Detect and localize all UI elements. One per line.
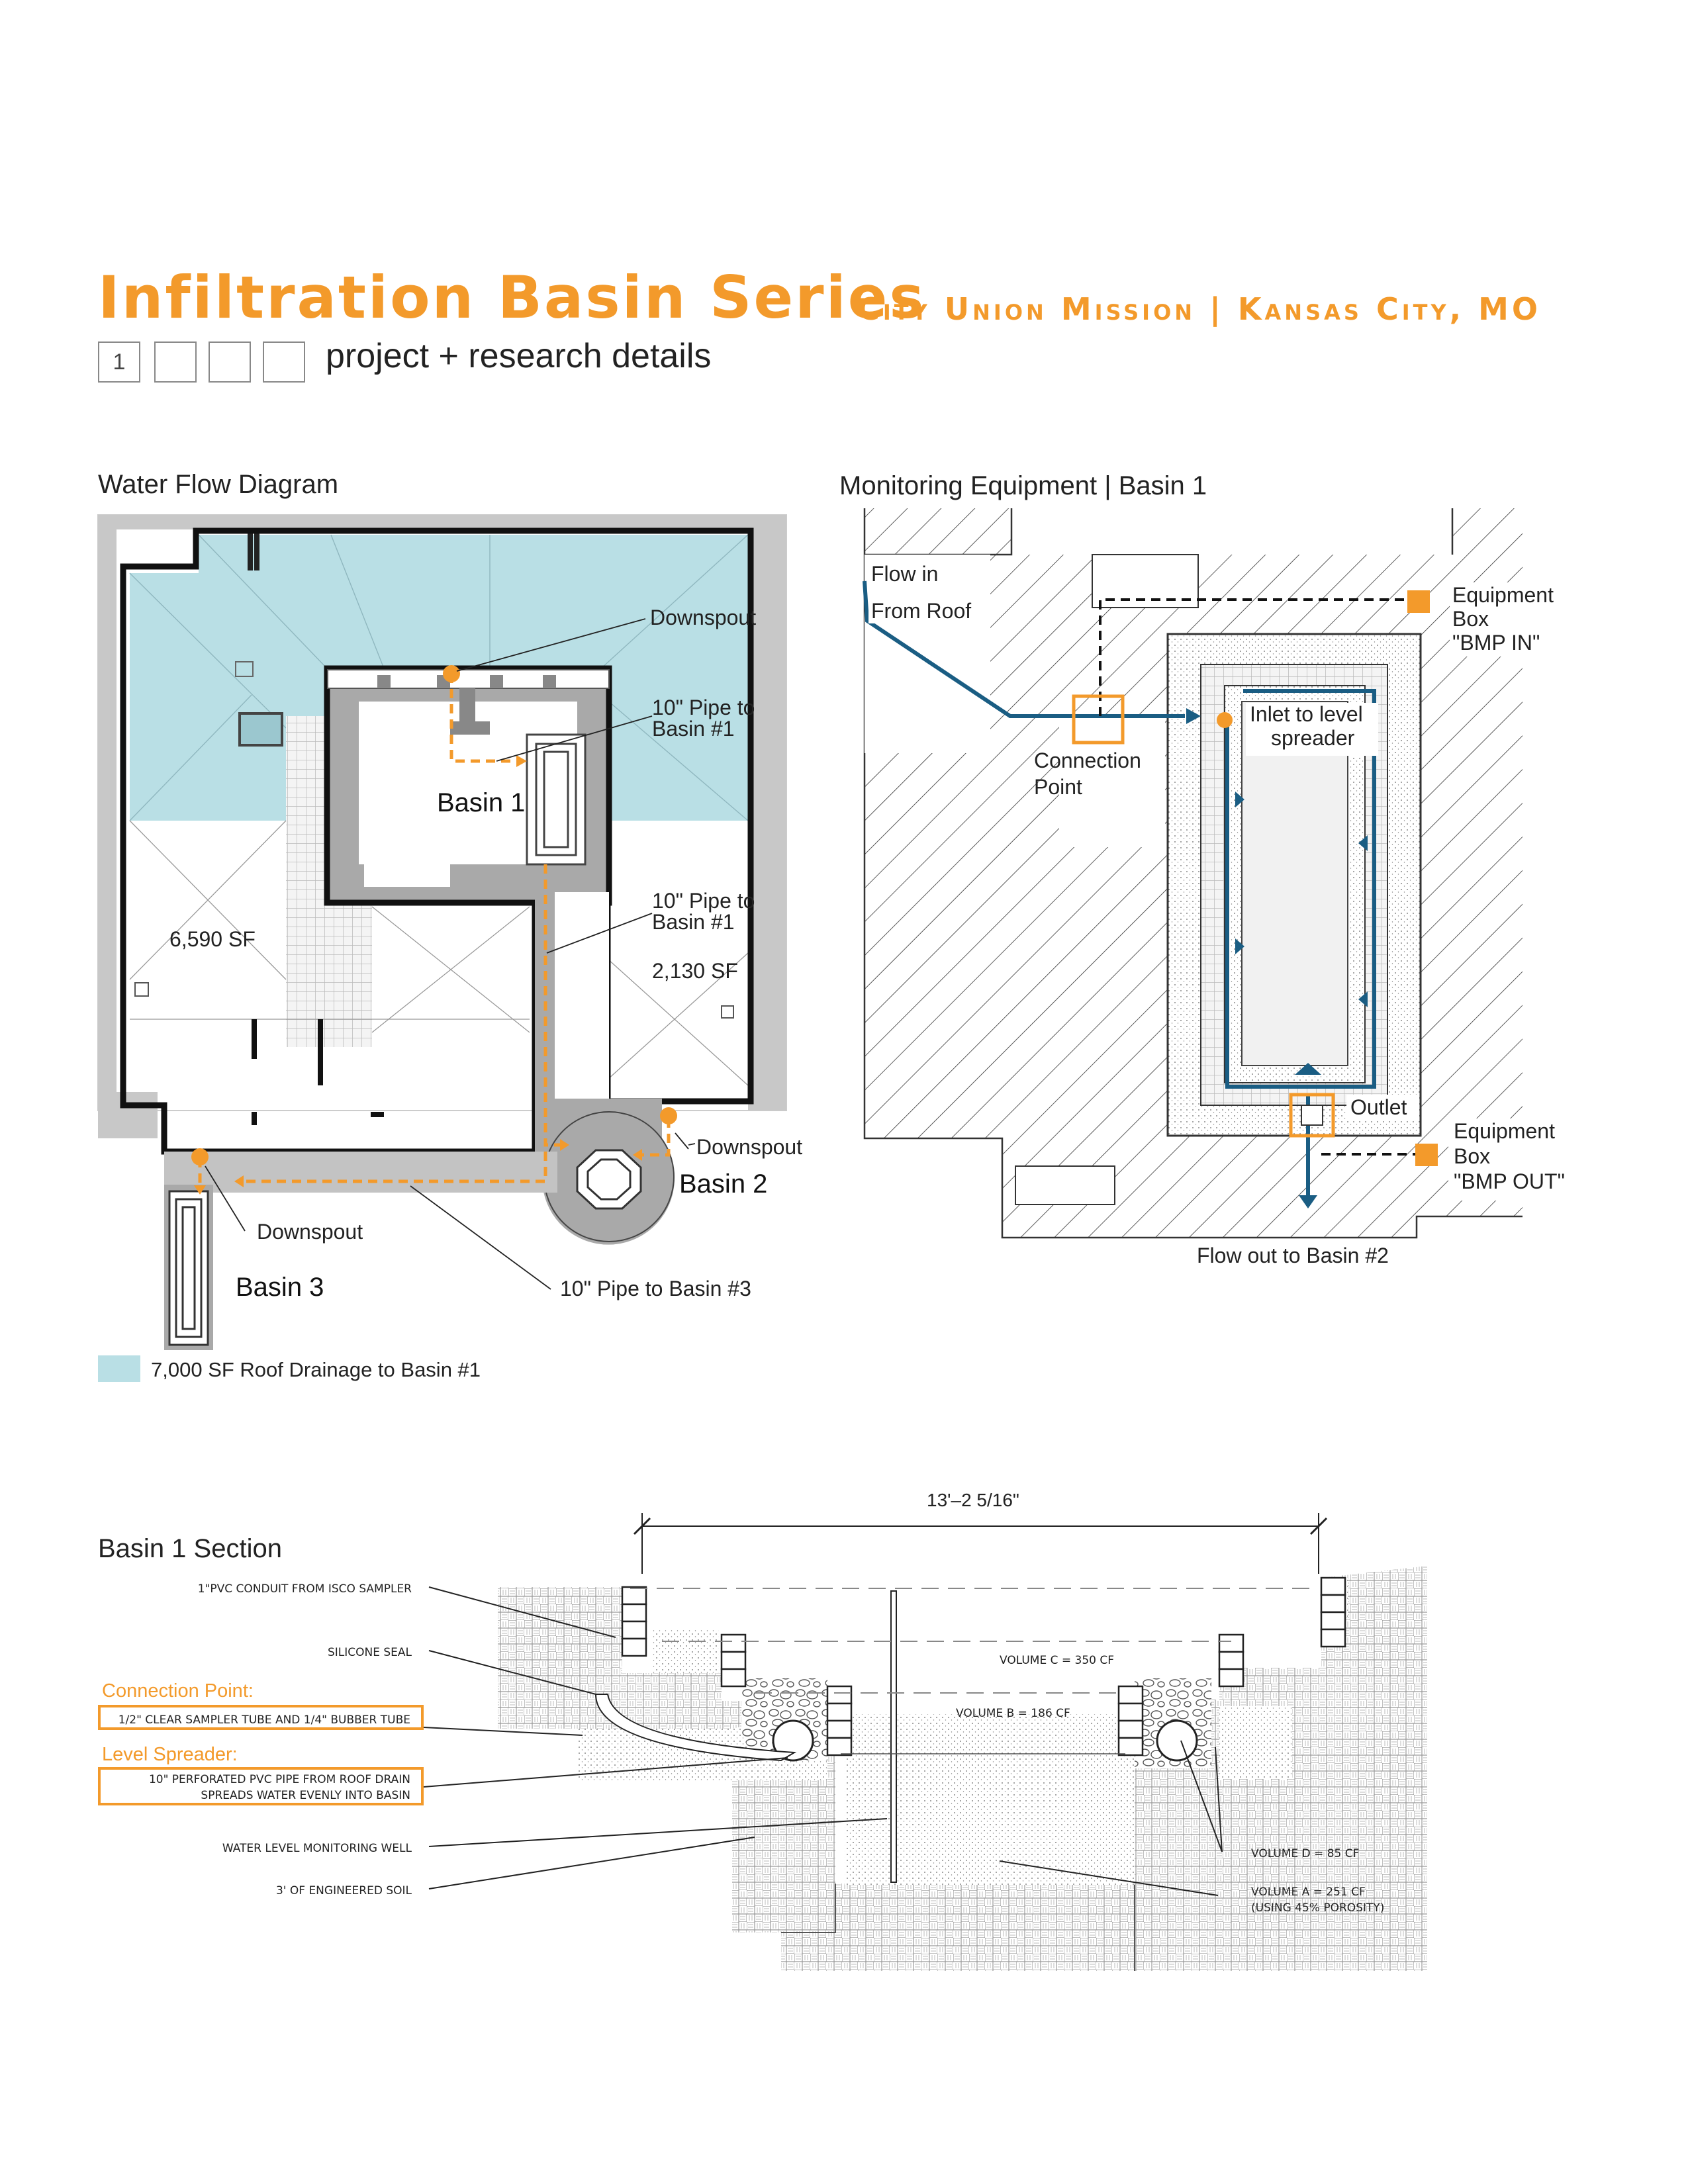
label-pipe-basin1-b-line2: Basin #1: [652, 910, 735, 934]
monitoring-labels: Flow in From Roof Equipment Box "BMP IN"…: [868, 560, 1573, 1267]
equipment-box-in-icon: [1407, 590, 1430, 613]
legend-swatch: [98, 1355, 140, 1382]
label-connection-line2: Point: [1034, 775, 1082, 799]
label-level-spreader-line1: 10" PERFORATED PVC PIPE FROM ROOF DRAIN: [149, 1773, 410, 1786]
label-engineered-soil: 3' OF ENGINEERED SOIL: [276, 1884, 412, 1897]
basin3: [164, 1185, 213, 1350]
label-basin2: Basin 2: [679, 1169, 767, 1199]
label-basin1: Basin 1: [437, 788, 525, 817]
label-inlet-line2: spreader: [1271, 726, 1355, 750]
project-location: City Union Mission | Kansas City, MO: [857, 291, 1541, 327]
inlet-marker: [1217, 712, 1233, 728]
section-heading: Basin 1 Section: [98, 1534, 282, 1563]
arrow-to-inlet: [1186, 708, 1201, 724]
label-volume-b: VOLUME B = 186 CF: [956, 1707, 1070, 1720]
label-downspout-top: Downspout: [650, 606, 756, 629]
connection-point-callout: [98, 1705, 424, 1730]
basin1-courtyard: [324, 665, 612, 1152]
label-area-right: 2,130 SF: [652, 959, 738, 983]
label-equip-in-line1: Equipment: [1452, 583, 1554, 607]
page-indicator-box-1: 1: [98, 341, 140, 383]
page-indicator-box-4: [263, 341, 305, 383]
label-outlet: Outlet: [1350, 1095, 1407, 1119]
downspout-marker-top: [443, 665, 460, 682]
label-connection-line1: Connection: [1034, 749, 1141, 772]
label-equip-out-line3: "BMP OUT": [1454, 1169, 1565, 1193]
label-pipe-basin1-a-line1: 10" Pipe to: [652, 696, 755, 719]
roof-slope-lines: [129, 534, 749, 821]
downspout-marker-right: [660, 1107, 677, 1124]
section-drawing: [423, 1513, 1427, 1971]
page-indicator-box-3: [209, 341, 251, 383]
label-downspout-right: Downspout: [696, 1135, 802, 1159]
label-equip-out-line2: Box: [1454, 1144, 1490, 1168]
label-pipe-basin1-a-line2: Basin #1: [652, 717, 735, 741]
label-level-spreader-title: Level Spreader:: [102, 1744, 238, 1765]
page-indicator-box-2: [154, 341, 197, 383]
label-inlet-line1: Inlet to level: [1250, 702, 1363, 726]
outlet-icon: [1301, 1105, 1323, 1126]
equipment-box-out-icon: [1415, 1144, 1438, 1166]
page-subtitle: project + research details: [326, 337, 712, 375]
label-pipe-basin1-b-line1: 10" Pipe to: [652, 889, 755, 913]
basin3-pipe-corridor: [164, 1152, 557, 1193]
water-flow-heading: Water Flow Diagram: [98, 470, 339, 499]
water-flow-labels: Downspout 10" Pipe to Basin #1 Basin 1 1…: [169, 606, 802, 1302]
label-flow-out: Flow out to Basin #2: [1197, 1244, 1389, 1267]
level-spreader-callout: [98, 1767, 424, 1805]
label-conduit: 1"PVC CONDUIT FROM ISCO SAMPLER: [198, 1582, 412, 1596]
monitoring-heading: Monitoring Equipment | Basin 1: [839, 471, 1207, 500]
legend-text: 7,000 SF Roof Drainage to Basin #1: [151, 1358, 481, 1381]
monitoring-diagram: [863, 508, 1523, 1239]
label-connection-point-text: 1/2" CLEAR SAMPLER TUBE AND 1/4" BUBBER …: [118, 1713, 410, 1727]
label-monitoring-well: WATER LEVEL MONITORING WELL: [222, 1842, 412, 1855]
label-equip-out-line1: Equipment: [1454, 1119, 1555, 1143]
label-area-left: 6,590 SF: [169, 927, 256, 951]
label-volume-d: VOLUME D = 85 CF: [1251, 1847, 1359, 1860]
label-pipe-basin3: 10" Pipe to Basin #3: [560, 1277, 751, 1300]
section-dimension: 13'–2 5/16": [927, 1490, 1019, 1510]
label-level-spreader-line2: SPREADS WATER EVENLY INTO BASIN: [201, 1789, 410, 1802]
label-volume-a-line1: VOLUME A = 251 CF: [1251, 1886, 1366, 1899]
outlet-box: [1289, 1093, 1335, 1138]
downspout-marker-left: [191, 1148, 209, 1165]
label-downspout-left: Downspout: [257, 1220, 363, 1244]
basin2: [542, 1099, 675, 1245]
cable-bmp-in: [1099, 598, 1406, 716]
label-flow-in-line2: From Roof: [871, 599, 971, 623]
label-basin3: Basin 3: [236, 1273, 324, 1302]
page-title: Infiltration Basin Series: [98, 263, 926, 332]
label-silicone-seal: SILICONE SEAL: [328, 1646, 412, 1659]
label-flow-in-line1: Flow in: [871, 562, 938, 586]
connection-point-box: [1072, 694, 1125, 745]
label-volume-c: VOLUME C = 350 CF: [1000, 1654, 1114, 1667]
label-equip-in-line3: "BMP IN": [1452, 631, 1540, 655]
label-connection-point-title: Connection Point:: [102, 1680, 254, 1702]
label-volume-a-line2: (USING 45% POROSITY): [1251, 1901, 1384, 1915]
label-equip-in-line2: Box: [1452, 607, 1489, 631]
